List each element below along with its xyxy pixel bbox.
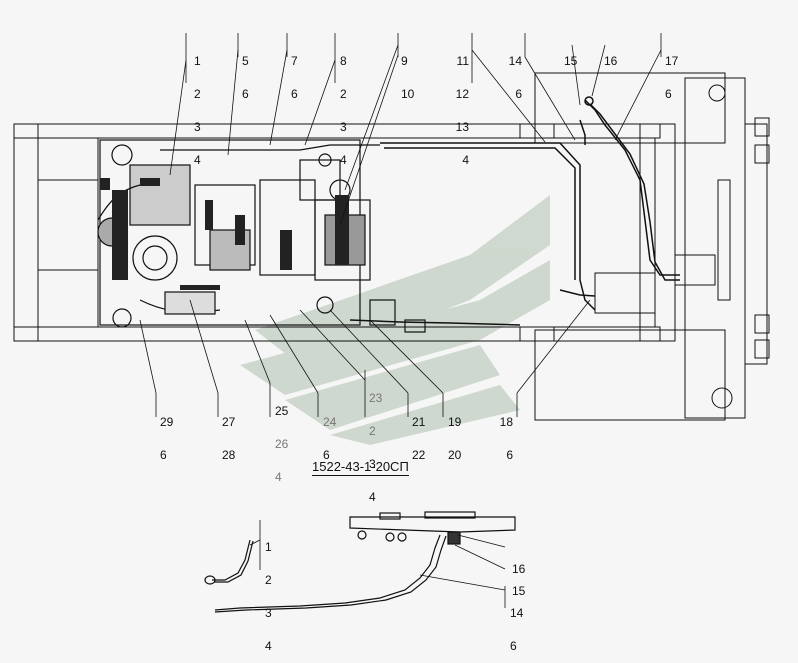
- callout-11-12-13-4: 11 12 13 4: [453, 34, 469, 177]
- callout-21-22: 21 22: [412, 395, 425, 472]
- callout-number: 19: [448, 415, 462, 429]
- callout-number: 20: [448, 448, 462, 462]
- callout-number: 15: [512, 584, 526, 598]
- callout-29-6: 29 6: [160, 395, 173, 472]
- drawing-canvas: [13, 33, 770, 613]
- detail-view: [204, 511, 516, 613]
- callout-number: 2: [340, 87, 347, 101]
- detail-callout-15: 15: [512, 564, 525, 608]
- callout-14-6: 14 6: [506, 34, 522, 111]
- callout-number: 6: [515, 87, 522, 101]
- callout-number: 6: [242, 87, 249, 101]
- callout-number: 7: [291, 54, 298, 68]
- callout-number: 16: [512, 562, 526, 576]
- callout-number: 16: [604, 54, 618, 68]
- assembly-drawing: 1 2 3 4 5 6 7 6 8 2 3 4 9 10 11 12 13 4 …: [13, 33, 770, 652]
- callout-19-20: 19 20: [448, 395, 461, 472]
- callout-number: 6: [291, 87, 298, 101]
- callout-number: 4: [369, 490, 376, 504]
- callout-number: 14: [508, 54, 522, 68]
- callout-number: 18: [499, 415, 513, 429]
- pipe-lines: [349, 96, 680, 326]
- callout-15: 15: [564, 34, 577, 78]
- callout-number: 13: [455, 120, 469, 134]
- callout-number: 29: [160, 415, 174, 429]
- callout-number: 1: [194, 54, 201, 68]
- callout-number: 6: [510, 639, 517, 653]
- callout-number: 10: [401, 87, 415, 101]
- callout-16: 16: [604, 34, 617, 78]
- callout-number: 26: [275, 437, 289, 451]
- drawing-code: 1522-43-1-20СП: [312, 459, 409, 476]
- chassis-frame: [13, 72, 770, 421]
- callout-number: 11: [456, 54, 469, 68]
- callout-8-2-3-4: 8 2 3 4: [340, 34, 347, 177]
- callout-number: 24: [323, 415, 337, 429]
- callout-number: 6: [160, 448, 167, 462]
- callout-number: 4: [462, 153, 469, 167]
- callout-number: 2: [265, 573, 272, 587]
- callout-number: 8: [340, 54, 347, 68]
- detail-leader-lines: [249, 520, 506, 608]
- callout-number: 25: [275, 404, 289, 418]
- callout-number: 22: [412, 448, 426, 462]
- callout-number: 9: [401, 54, 408, 68]
- callout-number: 28: [222, 448, 236, 462]
- callout-number: 5: [242, 54, 249, 68]
- callout-number: 1: [265, 540, 272, 554]
- callout-number: 14: [510, 606, 524, 620]
- callout-number: 23: [369, 391, 383, 405]
- callout-1-2-3-4: 1 2 3 4: [194, 34, 201, 177]
- callout-24-6: 24 6: [323, 395, 336, 472]
- callout-number: 4: [265, 639, 272, 653]
- callout-number: 4: [194, 153, 201, 167]
- callout-17-6: 17 6: [665, 34, 678, 111]
- callout-number: 4: [340, 153, 347, 167]
- detail-callout-16: 16: [512, 542, 525, 586]
- callout-23-2-3-4: 23 2 3 4: [369, 371, 382, 514]
- callout-number: 6: [323, 448, 330, 462]
- callout-number: 17: [665, 54, 679, 68]
- callout-number: 2: [369, 424, 376, 438]
- callout-number: 21: [412, 415, 426, 429]
- callout-number: 15: [564, 54, 578, 68]
- engine-detail-shading: [100, 178, 349, 290]
- callout-number: 6: [665, 87, 672, 101]
- callout-number: 3: [369, 457, 376, 471]
- detail-callout-1-2-3-4: 1 2 3 4: [265, 520, 272, 663]
- callout-7-6: 7 6: [291, 34, 298, 111]
- callout-number: 3: [340, 120, 347, 134]
- callout-number: 3: [265, 606, 272, 620]
- callout-27-28: 27 28: [222, 395, 235, 472]
- callout-number: 3: [194, 120, 201, 134]
- detail-callout-14-6: 14 6: [510, 586, 523, 663]
- callout-number: 27: [222, 415, 236, 429]
- leader-lines-top: [169, 33, 662, 226]
- callout-number: 4: [275, 470, 282, 484]
- callout-18-6: 18 6: [495, 395, 513, 472]
- callout-number: 2: [194, 87, 201, 101]
- callout-number: 12: [455, 87, 469, 101]
- callout-5-6: 5 6: [242, 34, 249, 111]
- callout-number: 6: [506, 448, 513, 462]
- callout-9-10: 9 10: [401, 34, 414, 111]
- leader-lines-bottom: [139, 299, 591, 417]
- callout-25-26-4: 25 26 4: [275, 384, 288, 494]
